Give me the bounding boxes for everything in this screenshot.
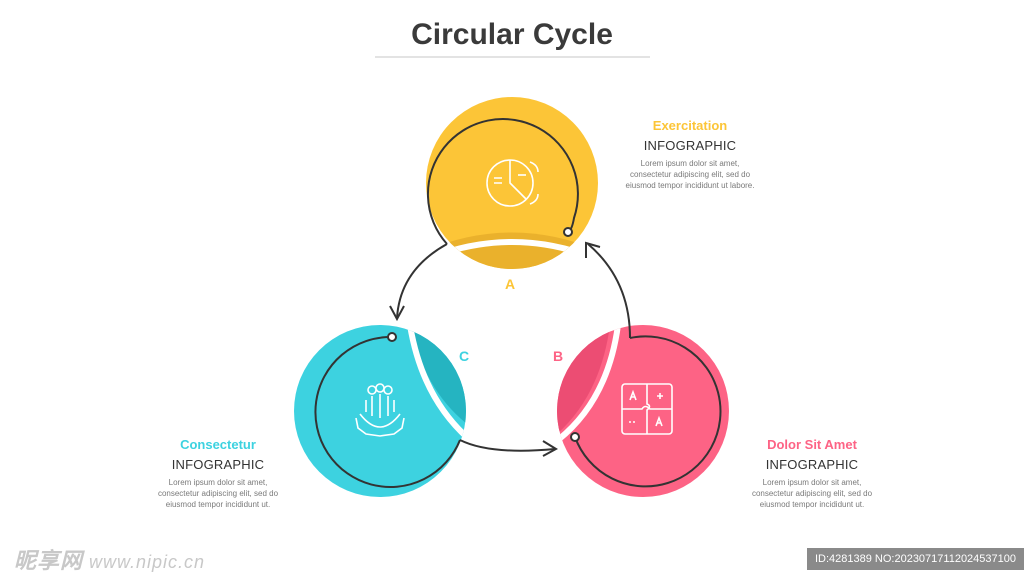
subheading-a: INFOGRAPHIC: [643, 138, 737, 153]
cycle-line-a: [389, 118, 579, 322]
text-block-b: Dolor Sit Amet INFOGRAPHIC Lorem ipsum d…: [742, 437, 882, 510]
heading-c: Consectetur: [180, 437, 256, 452]
subheading-b: INFOGRAPHIC: [765, 457, 859, 472]
cycle-line-b: [570, 241, 722, 488]
watermark-url: www.nipic.cn: [89, 552, 206, 572]
text-block-a: Exercitation INFOGRAPHIC Lorem ipsum dol…: [620, 118, 760, 191]
label-letter-c: C: [459, 348, 470, 364]
page-title: Circular Cycle: [411, 18, 613, 51]
label-letter-a: A: [505, 276, 516, 292]
watermark-id: ID:4281389 NO:20230717112024537100: [806, 548, 1024, 570]
label-letter-b: B: [553, 348, 564, 364]
circle-c: [294, 325, 466, 497]
cycle-line-c: [314, 332, 559, 488]
watermark-brand: 昵享网: [14, 548, 84, 573]
subheading-c: INFOGRAPHIC: [171, 457, 265, 472]
title-underline: [375, 56, 650, 58]
body-a: Lorem ipsum dolor sit amet, consectetur …: [625, 159, 755, 190]
text-block-c: Consectetur INFOGRAPHIC Lorem ipsum dolo…: [148, 437, 288, 510]
body-b: Lorem ipsum dolor sit amet, consectetur …: [751, 478, 873, 509]
circle-a: [426, 97, 598, 269]
team-gear-icon: [355, 383, 405, 437]
heading-b: Dolor Sit Amet: [767, 437, 857, 452]
heading-a: Exercitation: [652, 118, 728, 133]
puzzle-icon: [621, 383, 673, 435]
body-c: Lorem ipsum dolor sit amet, consectetur …: [157, 478, 279, 509]
pie-chart-magnifier-icon: [486, 159, 539, 207]
